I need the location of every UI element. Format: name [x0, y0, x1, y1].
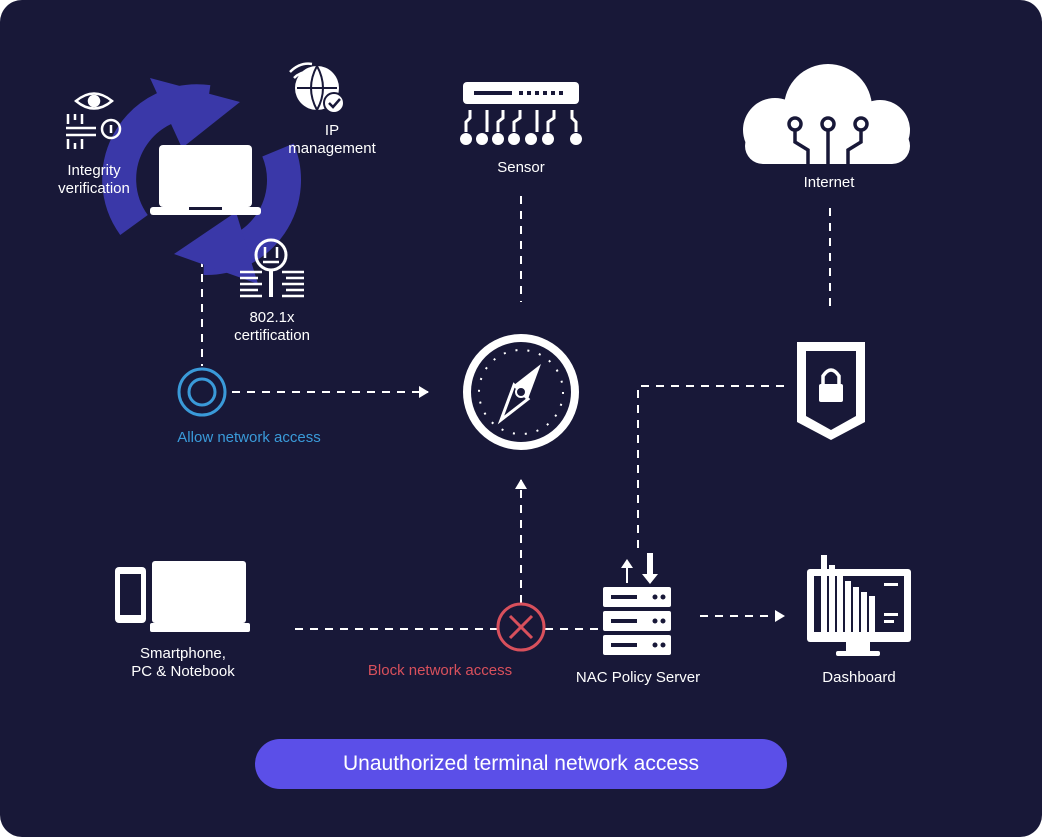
nac-policy-server-label: NAC Policy Server — [575, 669, 701, 686]
devices-label: Smartphone,PC & Notebook — [131, 645, 235, 680]
block-network-access-label: Block network access — [367, 662, 513, 679]
sensor-device-icon — [460, 82, 582, 145]
sensor-label: Sensor — [497, 159, 545, 176]
allow-ring-icon — [177, 367, 227, 417]
connectors — [201, 196, 831, 630]
monitor-chart-icon — [807, 555, 911, 656]
globe-wifi-check-icon — [289, 62, 345, 114]
compass-icon — [463, 334, 579, 450]
dashboard-label: Dashboard — [822, 669, 896, 686]
laptop-icon — [150, 145, 261, 215]
cloud-circuit-icon — [743, 64, 910, 166]
shield-lock-icon — [797, 342, 865, 440]
unauthorized-access-pill: Unauthorized terminal network access — [255, 739, 787, 789]
server-icon — [603, 553, 671, 655]
block-x-icon — [496, 602, 546, 652]
internet-label: Internet — [803, 174, 855, 191]
search-document-icon — [240, 238, 304, 298]
sync-arrowheads — [150, 78, 258, 284]
allow-network-access-label: Allow network access — [177, 429, 321, 446]
devices-icon — [115, 561, 250, 632]
security-to-server-connector — [637, 385, 784, 548]
eye-key-icon — [66, 92, 122, 149]
